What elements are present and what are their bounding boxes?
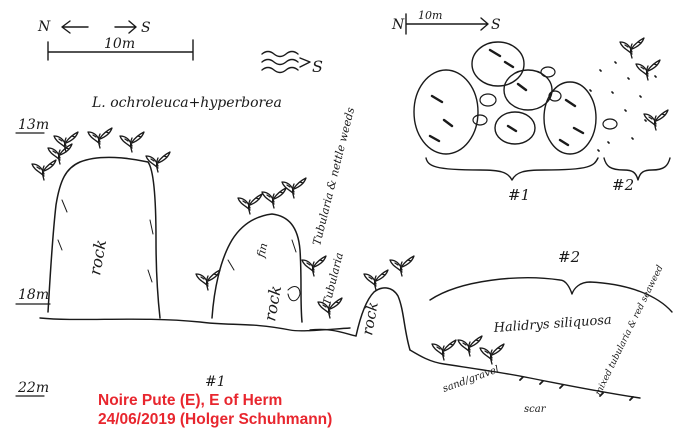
plan-south-label: S <box>491 17 501 33</box>
scar-label: scar <box>524 404 547 415</box>
current-label: S <box>312 57 323 76</box>
halidrys-label: Halidrys siliquosa <box>492 313 612 336</box>
compass-south-label: S <box>141 20 151 36</box>
section-2-profile: #2 Halidrys siliquosa sand/gravel scar m… <box>430 248 672 415</box>
profile-section: rock rock rock fin Tubularia & nettle we… <box>32 106 640 398</box>
section-1-label: #1 <box>508 186 530 204</box>
rock-label-1: rock <box>85 238 110 277</box>
scale-bar-left: 10m <box>48 36 193 60</box>
depth-labels: 13m 18m 22m <box>16 117 50 396</box>
section-2-label: #2 <box>612 176 634 194</box>
section-1-profile-label: #1 <box>205 374 226 390</box>
compass-north-label: N <box>37 19 51 35</box>
rock-label-2: rock <box>260 284 285 323</box>
plan-scale-label: 10m <box>418 9 442 22</box>
caption-location: Noire Pute (E), E of Herm <box>98 391 282 410</box>
depth-22m: 22m <box>17 380 49 396</box>
current-marker: S <box>262 52 323 77</box>
caption-date-author: 24/06/2019 (Holger Schuhmann) <box>98 410 332 429</box>
kelp-species-title: L. ochroleuca+hyperborea <box>91 95 282 111</box>
compass-left: N S <box>37 19 151 36</box>
tubularia-nettle-label: Tubularia & nettle weeds <box>310 106 357 247</box>
section-2-profile-label: #2 <box>558 248 580 266</box>
sand-gravel-label: sand/gravel <box>441 364 500 395</box>
depth-13m: 13m <box>18 117 49 133</box>
plan-north-label: N <box>391 17 405 33</box>
rock-label-3: rock <box>358 300 382 336</box>
plan-view: N 10m S #1 #2 <box>391 9 670 204</box>
fin-label: fin <box>254 242 270 260</box>
depth-18m: 18m <box>18 287 49 303</box>
scale-label-left: 10m <box>104 36 135 52</box>
